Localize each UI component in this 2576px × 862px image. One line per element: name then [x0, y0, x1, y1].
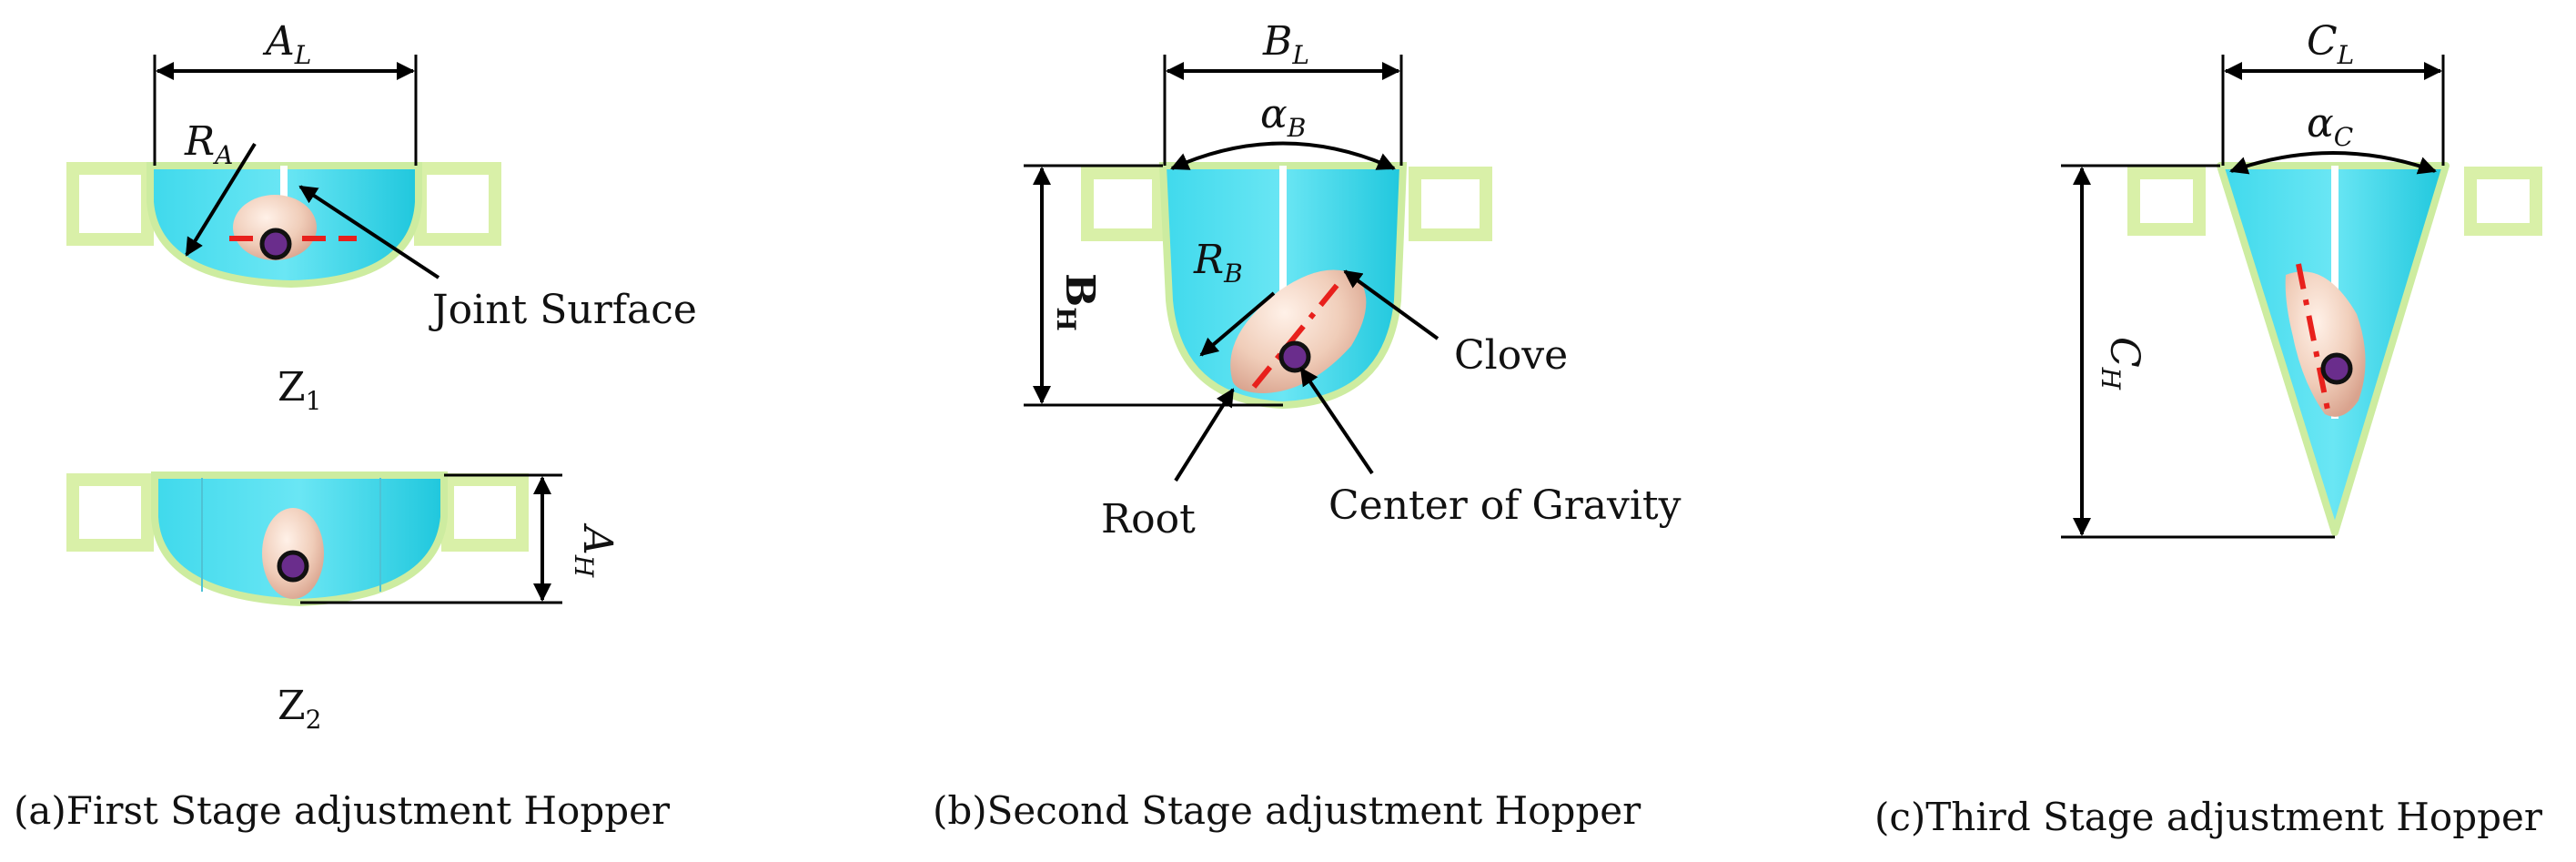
clove-label: Clove: [1454, 332, 1568, 379]
width-label: CL: [2307, 18, 2354, 70]
radius-label: RA: [184, 118, 233, 170]
angle-label: αB: [1260, 91, 1306, 143]
left-bracket: [1081, 167, 1165, 241]
center-of-gravity-dot: [1278, 340, 1311, 373]
right-bracket: [414, 162, 501, 246]
z2-label: Z2: [278, 683, 321, 735]
caption-a: (a)First Stage adjustment Hopper: [14, 788, 671, 833]
joint-surface-arrow: [298, 185, 440, 279]
height-label: CH: [2096, 337, 2147, 390]
angle-arc: [2229, 151, 2437, 175]
gravity-arrow: [1299, 367, 1374, 475]
panel-a: AL RA Joint Surface Z1: [66, 18, 697, 416]
radius-arrow: [185, 142, 257, 257]
clove-axis-line: [1251, 280, 1342, 389]
clove-arrow: [1343, 269, 1440, 340]
width-label: BL: [1262, 18, 1309, 70]
gravity-label: Center of Gravity: [1328, 482, 1682, 529]
width-label: AL: [262, 18, 311, 70]
center-of-gravity-dot: [2320, 352, 2353, 385]
panel-c: CL αC CH: [2061, 18, 2542, 539]
left-bracket: [2127, 167, 2206, 236]
z1-hopper: [66, 162, 501, 289]
root-label: Root: [1101, 496, 1196, 543]
radius-arrow: [1199, 291, 1276, 357]
center-of-gravity-dot: [259, 228, 292, 260]
left-bracket: [66, 473, 154, 552]
joint-surface-label: Joint Surface: [429, 287, 697, 333]
root-arrow: [1174, 388, 1235, 482]
angle-arc: [1170, 141, 1396, 170]
radius-label: RB: [1193, 237, 1243, 289]
angle-label: αC: [2307, 100, 2353, 152]
height-label: AH: [569, 522, 621, 578]
caption-b: (b)Second Stage adjustment Hopper: [933, 788, 1642, 833]
height-label: BH: [1051, 273, 1103, 331]
right-bracket: [1409, 167, 1492, 241]
caption-c: (c)Third Stage adjustment Hopper: [1874, 795, 2543, 839]
z2-hopper: AH Z2: [66, 472, 621, 735]
center-of-gravity-dot: [277, 550, 309, 583]
z1-label: Z1: [278, 364, 321, 416]
right-bracket: [2464, 167, 2542, 236]
right-bracket: [441, 473, 529, 552]
left-bracket: [66, 162, 154, 246]
garlic-clove: [233, 195, 317, 260]
panel-b: BL αB BH RB Clove Root Center of Gravity: [1024, 18, 1682, 543]
